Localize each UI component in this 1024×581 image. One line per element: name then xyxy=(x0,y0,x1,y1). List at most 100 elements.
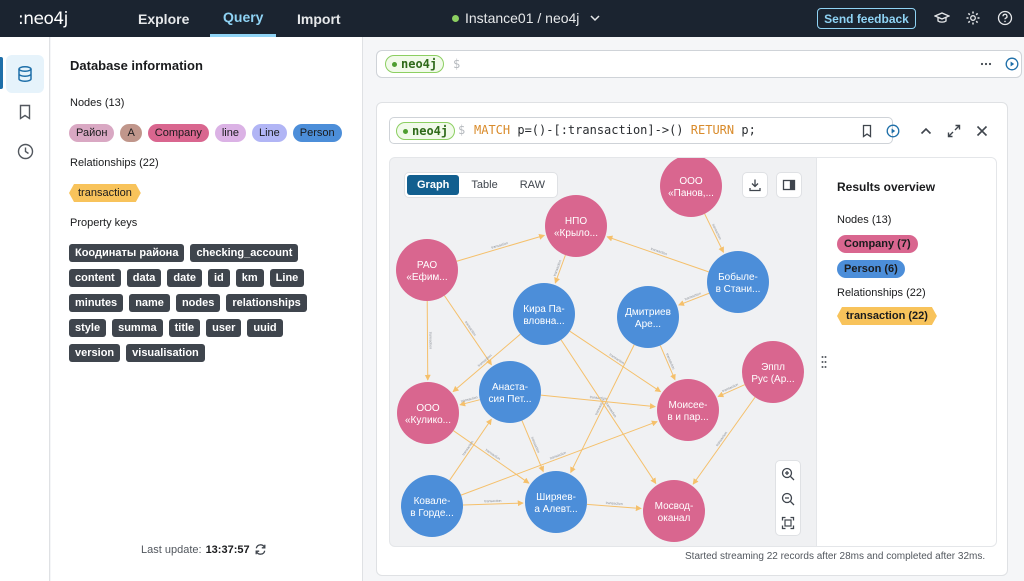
graph-node-circle[interactable] xyxy=(643,480,705,542)
property-key-chip[interactable]: Line xyxy=(269,269,305,287)
download-button[interactable] xyxy=(742,172,768,198)
graph-node-circle[interactable] xyxy=(513,283,575,345)
graduation-cap-icon[interactable] xyxy=(934,10,950,26)
graph-node[interactable]: Ковале-в Горде... xyxy=(401,475,463,537)
drag-handle-icon[interactable] xyxy=(821,355,827,369)
graph-edge[interactable] xyxy=(444,295,492,366)
node-label-chip[interactable]: A xyxy=(120,124,142,142)
graph-node[interactable]: Анаста-сия Пет... xyxy=(479,361,541,423)
database-info-button[interactable] xyxy=(6,55,44,93)
property-key-chip[interactable]: data xyxy=(126,269,162,287)
graph-node-circle[interactable] xyxy=(401,475,463,537)
property-key-chip[interactable]: Коодинаты района xyxy=(69,244,185,262)
property-key-chip[interactable]: title xyxy=(168,319,201,337)
property-key-chip[interactable]: date xyxy=(167,269,202,287)
graph-node-circle[interactable] xyxy=(707,251,769,313)
zoom-out-icon[interactable] xyxy=(781,492,795,506)
db-selector[interactable]: neo4j xyxy=(385,55,445,73)
graph-node[interactable]: Бобыле-в Стани... xyxy=(707,251,769,313)
graph-node[interactable]: РАО«Ефим... xyxy=(396,239,458,301)
graph-edge[interactable] xyxy=(453,430,530,484)
property-key-chip[interactable]: nodes xyxy=(175,294,221,312)
graph-node[interactable]: Ширяев-а Алевт... xyxy=(525,471,587,533)
frame-query-bar[interactable]: neo4j $ MATCH p=()-[:transaction]->() RE… xyxy=(389,117,900,144)
graph-node-circle[interactable] xyxy=(396,239,458,301)
property-key-chip[interactable]: name xyxy=(129,294,170,312)
overview-label-company[interactable]: Company (7) xyxy=(837,235,918,253)
graph-node[interactable]: НПО«Крыло... xyxy=(545,195,607,257)
graph-edge[interactable] xyxy=(462,500,524,507)
property-key-chip[interactable]: version xyxy=(69,344,121,362)
gear-icon[interactable] xyxy=(965,10,981,26)
fullscreen-icon[interactable] xyxy=(947,124,961,138)
graph-edge[interactable] xyxy=(560,339,657,485)
close-icon[interactable] xyxy=(975,124,989,138)
graph-edge[interactable] xyxy=(459,399,481,407)
neo4j-logo[interactable]: :neo4j xyxy=(18,9,68,29)
frame-db-pill[interactable]: neo4j xyxy=(396,122,456,140)
graph-node-circle[interactable] xyxy=(660,158,722,217)
more-options-icon[interactable] xyxy=(979,57,993,71)
graph-edge[interactable] xyxy=(692,396,756,485)
graph-edge[interactable] xyxy=(540,394,656,410)
graph-edge[interactable] xyxy=(521,420,545,473)
help-icon[interactable] xyxy=(997,10,1013,26)
property-key-chip[interactable]: content xyxy=(69,269,121,287)
graph-node-circle[interactable] xyxy=(742,341,804,403)
graph-edge[interactable] xyxy=(456,233,546,262)
view-tab-graph[interactable]: Graph xyxy=(407,175,460,195)
view-tab-table[interactable]: Table xyxy=(471,179,498,191)
history-button[interactable] xyxy=(6,132,44,170)
property-key-chip[interactable]: id xyxy=(207,269,230,287)
cypher-editor[interactable]: neo4j $ xyxy=(376,50,1022,78)
graph-node-circle[interactable] xyxy=(657,379,719,441)
relationship-type-chip[interactable]: transaction xyxy=(69,184,141,202)
graph-edge[interactable] xyxy=(586,503,642,512)
property-key-chip[interactable]: summa xyxy=(112,319,163,337)
graph-edge[interactable] xyxy=(606,235,709,273)
graph-canvas[interactable]: transactiontransactiontransactiontransac… xyxy=(390,158,816,547)
overview-label-person[interactable]: Person (6) xyxy=(837,260,905,278)
property-key-chip[interactable]: checking_account xyxy=(190,244,299,262)
graph-edge[interactable] xyxy=(460,420,658,496)
toggle-overview-button[interactable] xyxy=(776,172,802,198)
run-icon[interactable] xyxy=(1005,57,1019,71)
property-key-chip[interactable]: relationships xyxy=(226,294,307,312)
property-key-chip[interactable]: user xyxy=(206,319,242,337)
bookmark-query-icon[interactable] xyxy=(860,124,874,138)
graph-node[interactable]: ООО«Кулико... xyxy=(397,382,459,444)
view-tab-raw[interactable]: RAW xyxy=(519,179,545,191)
property-key-chip[interactable]: style xyxy=(69,319,107,337)
graph-edge[interactable] xyxy=(659,345,676,381)
graph-node[interactable]: ДмитриевАре... xyxy=(617,286,679,348)
rerun-icon[interactable] xyxy=(886,124,900,138)
graph-node-circle[interactable] xyxy=(397,382,459,444)
graph-edge[interactable] xyxy=(717,384,745,398)
overview-rel-transaction[interactable]: transaction (22) xyxy=(837,307,937,325)
graph-node[interactable]: Мосвод-оканал xyxy=(643,480,705,542)
graph-node-circle[interactable] xyxy=(617,286,679,348)
graph-edge[interactable] xyxy=(449,418,492,481)
tab-explore[interactable]: Explore xyxy=(138,10,190,27)
graph-edge[interactable] xyxy=(452,333,521,393)
saved-cypher-button[interactable] xyxy=(6,93,44,131)
tab-import[interactable]: Import xyxy=(297,10,341,27)
node-label-chip[interactable]: Person xyxy=(292,124,342,142)
graph-node-circle[interactable] xyxy=(525,471,587,533)
property-key-chip[interactable]: visualisation xyxy=(126,344,205,362)
graph-edge[interactable] xyxy=(569,330,662,393)
graph-node[interactable]: Кира Па-вловна... xyxy=(513,283,575,345)
send-feedback-button[interactable]: Send feedback xyxy=(817,8,916,29)
graph-node[interactable]: Моисее-в и пар... xyxy=(657,379,719,441)
graph-node-circle[interactable] xyxy=(479,361,541,423)
graph-edge[interactable] xyxy=(678,292,710,306)
graph-node[interactable]: ООО«Панов,... xyxy=(660,158,722,217)
property-key-chip[interactable]: minutes xyxy=(69,294,124,312)
graph-node-circle[interactable] xyxy=(545,195,607,257)
collapse-icon[interactable] xyxy=(919,124,933,138)
node-label-chip[interactable]: Район xyxy=(69,124,115,142)
node-label-chip[interactable]: Company xyxy=(147,124,209,142)
node-label-chip[interactable]: line xyxy=(214,124,246,142)
